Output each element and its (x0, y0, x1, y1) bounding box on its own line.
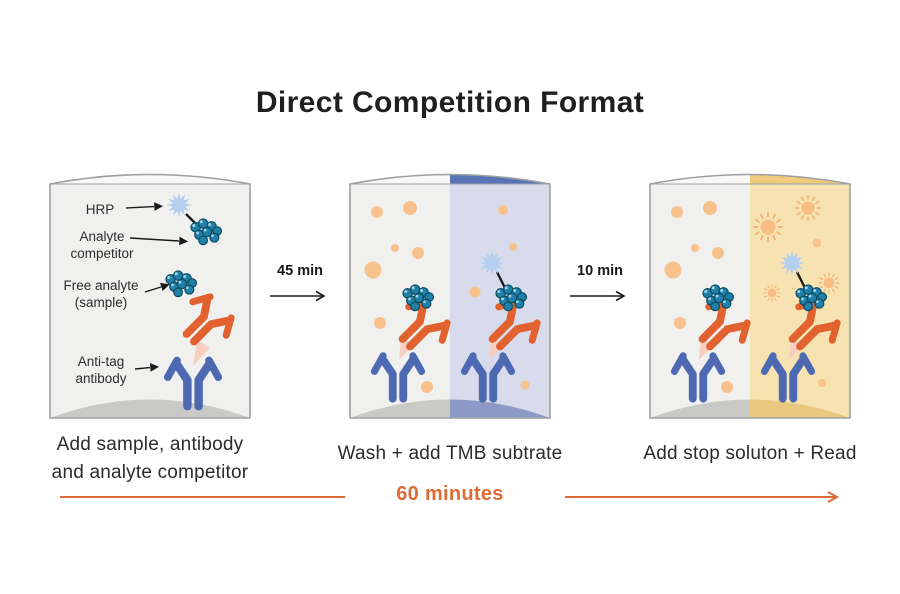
panel1-caption: Add sample, antibody and analyte competi… (28, 431, 272, 486)
bound-complex (674, 284, 753, 399)
panel-stop-read (647, 168, 853, 421)
bound-complex-hrp (764, 250, 843, 399)
anti-tag-antibody-label: Anti-tag antibody (75, 354, 127, 387)
free-analyte-label: Free analyte (sample) (63, 278, 139, 311)
step1-duration-label: 45 min (277, 263, 323, 279)
analyte-competitor-label: Analyte competitor (70, 229, 134, 262)
step1-arrow (270, 290, 326, 302)
bound-complex (374, 284, 453, 399)
panel-wash-tmb (347, 168, 553, 421)
panel3-caption: Add stop soluton + Read (643, 443, 857, 464)
panel-add-sample (47, 168, 253, 421)
well-3 (649, 173, 851, 419)
hrp-label: HRP (85, 202, 115, 217)
well-2 (349, 173, 551, 419)
panel1-caption-line1: Add sample, antibody (56, 434, 244, 455)
well-1 (49, 173, 251, 419)
panel2-caption: Wash + add TMB subtrate (337, 443, 563, 464)
well-outline (49, 173, 251, 419)
label-arrows (125, 202, 189, 372)
step2-arrow (570, 290, 626, 302)
panel1-caption-line2: and analyte competitor (51, 461, 249, 483)
step2-duration-label: 10 min (577, 263, 623, 279)
bound-complex-hrp (464, 250, 543, 399)
page-title: Direct Competition Format (255, 86, 645, 119)
tmb-substrate-dots (664, 201, 826, 393)
tag-icon (193, 340, 210, 366)
timeline-duration-label: 60 minutes (396, 483, 504, 505)
tmb-substrate-dots (364, 201, 530, 393)
